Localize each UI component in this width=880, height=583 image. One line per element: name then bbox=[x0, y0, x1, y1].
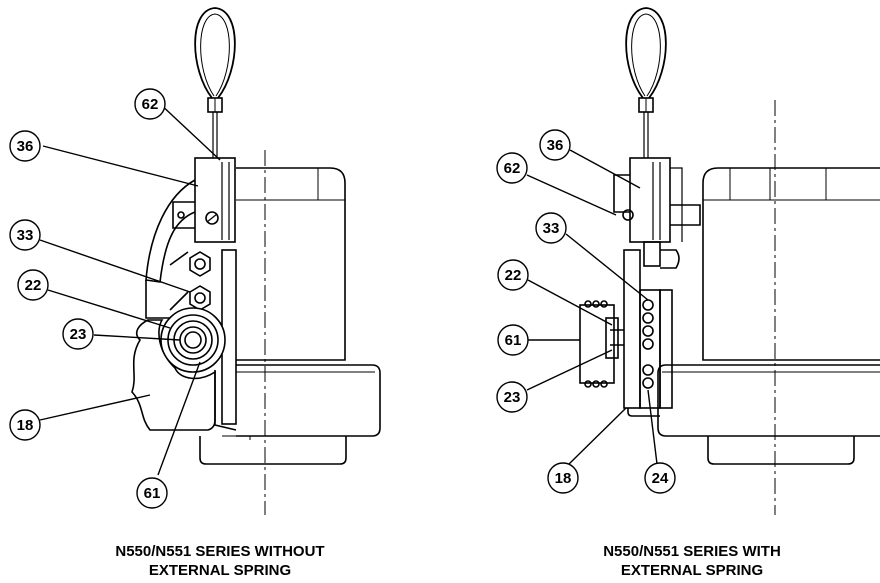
left-view-caption: N550/N551 SERIES WITHOUT EXTERNAL SPRING bbox=[40, 542, 400, 580]
callout-33: 33 bbox=[17, 227, 34, 244]
left-lower-nut bbox=[189, 285, 211, 311]
right-base-flange bbox=[657, 364, 880, 437]
callout-18: 18 bbox=[555, 470, 572, 487]
left-assembly-view bbox=[131, 7, 381, 515]
callout-22: 22 bbox=[505, 267, 522, 284]
left-valve-body bbox=[236, 167, 346, 361]
right-release-housing bbox=[629, 157, 671, 243]
left-release-housing bbox=[194, 157, 236, 243]
right-spring-plate bbox=[623, 249, 641, 409]
callout-22: 22 bbox=[25, 277, 42, 294]
callout-33: 33 bbox=[543, 220, 560, 237]
callout-62: 62 bbox=[504, 160, 521, 177]
callout-circle bbox=[535, 212, 567, 244]
callout-circle bbox=[62, 318, 94, 350]
callout-circle bbox=[644, 462, 676, 494]
callout-circle bbox=[496, 152, 528, 184]
callout-62: 62 bbox=[142, 96, 159, 113]
right-valve-body bbox=[702, 167, 880, 361]
callout-36: 36 bbox=[17, 138, 34, 155]
left-spring-pulley-outer bbox=[160, 307, 226, 373]
right-callouts bbox=[496, 129, 676, 494]
right-bracket bbox=[613, 174, 630, 213]
callout-circle bbox=[497, 324, 529, 356]
callout-61: 61 bbox=[144, 485, 161, 502]
right-pull-ring bbox=[625, 7, 667, 99]
right-view-caption: N550/N551 SERIES WITH EXTERNAL SPRING bbox=[512, 542, 872, 580]
right-assembly-view bbox=[579, 7, 880, 515]
left-pull-ring bbox=[194, 7, 236, 99]
callout-circle bbox=[547, 462, 579, 494]
left-set-screw bbox=[205, 211, 219, 225]
left-callouts bbox=[9, 88, 221, 509]
callout-circle bbox=[9, 130, 41, 162]
callout-circle bbox=[9, 219, 41, 251]
callout-24: 24 bbox=[652, 470, 669, 487]
callout-23: 23 bbox=[504, 389, 521, 406]
callout-circle bbox=[134, 88, 166, 120]
left-part-18-body bbox=[131, 319, 216, 431]
callout-circle bbox=[136, 477, 168, 509]
left-bracket bbox=[172, 201, 195, 229]
callout-18: 18 bbox=[17, 417, 34, 434]
right-caption-line2: EXTERNAL SPRING bbox=[620, 562, 764, 579]
right-caption-line1: N550/N551 SERIES WITH bbox=[603, 543, 781, 560]
callout-circle bbox=[539, 129, 571, 161]
callout-36: 36 bbox=[547, 137, 564, 154]
left-arc-plate bbox=[145, 179, 196, 283]
left-caption-line2: EXTERNAL SPRING bbox=[148, 562, 292, 579]
callout-61: 61 bbox=[505, 332, 522, 349]
callout-circle bbox=[9, 409, 41, 441]
left-base-flange bbox=[236, 364, 381, 437]
callout-23: 23 bbox=[70, 326, 87, 343]
callout-circle bbox=[497, 259, 529, 291]
callout-circle bbox=[496, 381, 528, 413]
callout-circle bbox=[17, 269, 49, 301]
left-caption-line1: N550/N551 SERIES WITHOUT bbox=[115, 543, 325, 560]
left-upper-nut bbox=[189, 251, 211, 277]
